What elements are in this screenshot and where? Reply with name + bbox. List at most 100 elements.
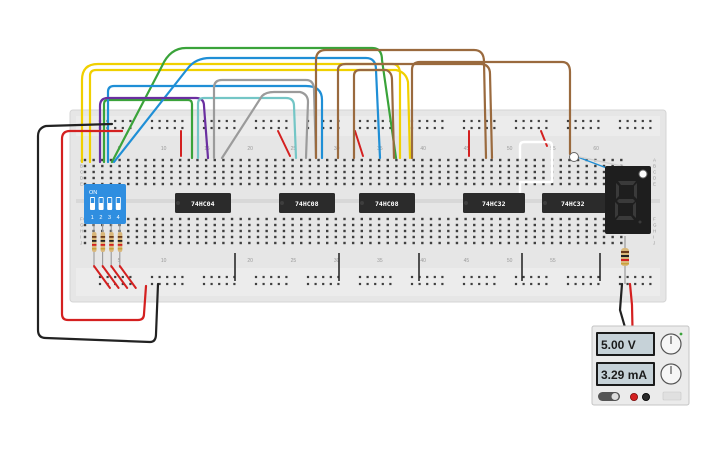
breadboard-hole [533,217,536,221]
breadboard-hole [230,170,234,174]
rail-hole [98,275,102,279]
rail-hole [270,275,273,279]
rail-hole [277,126,280,130]
breadboard-hole [326,158,329,162]
breadboard-hole [213,176,216,180]
rail-hole [522,119,525,123]
breadboard-hole [196,241,199,245]
rail-hole [574,126,577,130]
breadboard-hole [524,158,528,162]
rail-hole [210,119,213,123]
power-switch-icon[interactable] [598,392,620,401]
resistor-band [100,240,106,242]
breadboard-hole [464,217,467,221]
breadboard-hole [386,217,389,221]
rail-hole [114,126,117,130]
positive-terminal-icon[interactable] [630,392,639,401]
breadboard-hole [204,217,208,221]
breadboard-hole [447,235,450,239]
breadboard-hole [403,176,407,180]
rail-hole [374,119,377,123]
breadboard-hole [135,223,139,227]
breadboard-hole [395,241,398,245]
breadboard-hole [559,235,562,239]
breadboard-hole [360,170,363,174]
breadboard-hole [196,164,199,168]
breadboard-hole [230,229,234,233]
breadboard-hole [265,235,268,239]
breadboard-hole [576,176,580,180]
breadboard-hole [611,158,614,162]
breadboard-hole [274,229,277,233]
rail-hole [262,275,265,279]
row-letter: B [80,164,83,169]
breadboard-hole [256,241,260,245]
current-display: 3.29 mA [601,368,647,382]
dip-switch-toggle[interactable] [90,198,95,203]
breadboard-hole [473,182,476,186]
breadboard-hole [533,235,536,239]
breadboard-hole [429,164,433,168]
breadboard-hole [412,229,415,233]
breadboard-hole [594,164,597,168]
negative-terminal-icon[interactable] [642,392,651,401]
rail-hole [626,126,629,130]
breadboard-hole [550,217,554,221]
breadboard-hole [265,182,268,186]
breadboard-hole [412,158,415,162]
breadboard-hole [576,158,580,162]
breadboard-hole [568,241,571,245]
breadboard-hole [377,182,381,186]
breadboard-hole [594,170,597,174]
rail-hole [277,119,280,123]
breadboard-hole [524,229,528,233]
rail-hole [366,282,369,286]
breadboard-hole [135,182,139,186]
brown-wire [314,48,488,160]
dip-switch-toggle[interactable] [116,198,120,203]
dip-switch-toggle[interactable] [108,198,112,203]
breadboard-hole [516,223,519,227]
breadboard-hole [300,158,303,162]
breadboard-hole [473,176,476,180]
breadboard-hole [481,158,485,162]
breadboard-hole [153,170,156,174]
breadboard-hole [178,235,182,239]
rail-hole [314,275,317,279]
dip-switch-toggle[interactable] [99,198,103,203]
breadboard-hole [585,235,588,239]
rail-hole [566,275,570,279]
breadboard-hole [127,182,130,186]
breadboard-hole [127,235,130,239]
breadboard-hole [308,182,312,186]
rail-hole [173,282,176,286]
breadboard-hole [403,182,407,186]
breadboard-hole [265,176,268,180]
rail-hole [202,119,206,123]
breadboard-hole [490,170,493,174]
rail-hole [106,275,109,279]
rail-hole [358,119,362,123]
breadboard-hole [230,217,234,221]
breadboard-hole [602,223,606,227]
breadboard-hole [395,235,398,239]
rail-hole [381,275,384,279]
breadboard-hole [317,217,320,221]
current-knob-icon[interactable] [660,363,682,385]
rail-hole [329,119,332,123]
breadboard-hole [326,229,329,233]
rail-hole [574,119,577,123]
voltage-knob-icon[interactable] [660,333,682,355]
breadboard-hole [135,158,139,162]
breadboard-hole [92,164,95,168]
rail-jumpers [234,253,601,281]
breadboard-hole [464,223,467,227]
rail-hole [478,275,481,279]
breadboard-hole [559,229,562,233]
breadboard-hole [317,223,320,227]
breadboard-hole [187,229,190,233]
breadboard-hole [524,235,528,239]
breadboard-hole [490,164,493,168]
breadboard-hole [187,223,190,227]
